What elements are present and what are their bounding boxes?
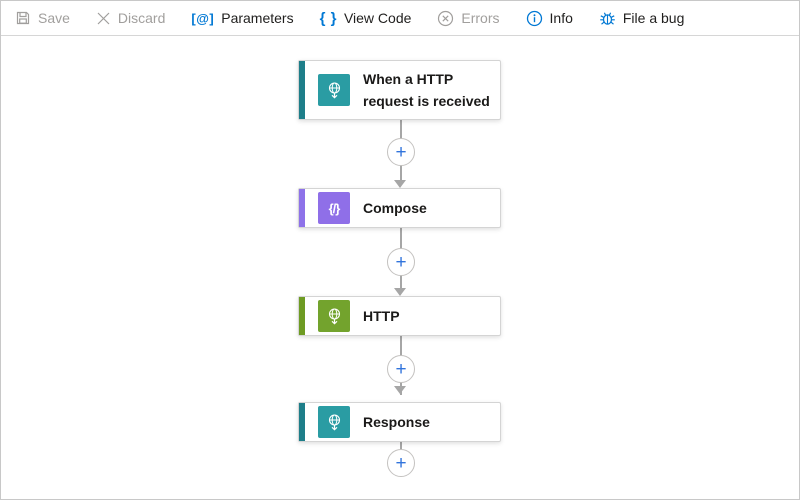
view-code-button[interactable]: { } View Code: [320, 10, 412, 27]
node-accent-stripe: [299, 297, 305, 335]
parameters-label: Parameters: [221, 10, 294, 26]
view-code-label: View Code: [343, 10, 412, 26]
discard-button[interactable]: Discard: [96, 10, 165, 26]
node-title: When a HTTP request is received: [363, 71, 490, 109]
node-accent-stripe: [299, 189, 305, 227]
insert-step-button-1[interactable]: +: [387, 138, 415, 166]
http-request-icon: [318, 74, 350, 106]
parameters-button[interactable]: [@] Parameters: [191, 10, 293, 26]
node-title: HTTP: [363, 308, 400, 324]
errors-label: Errors: [461, 10, 500, 26]
insert-step-button-4[interactable]: +: [387, 449, 415, 477]
node-accent-stripe: [299, 61, 305, 119]
node-response[interactable]: Response: [298, 402, 501, 442]
node-when-http-request-received[interactable]: When a HTTP request is received: [298, 60, 501, 120]
file-a-bug-button[interactable]: File a bug: [599, 10, 684, 27]
save-icon: [15, 10, 31, 26]
arrow-down-icon: [394, 288, 406, 296]
info-icon: [526, 10, 543, 27]
arrow-down-icon: [394, 180, 406, 188]
bug-icon: [599, 10, 616, 27]
insert-step-button-2[interactable]: +: [387, 248, 415, 276]
node-title: Compose: [363, 200, 427, 216]
info-label: Info: [549, 10, 573, 26]
connector-line: [400, 442, 402, 452]
view-code-icon: { }: [319, 9, 337, 27]
http-icon: [318, 300, 350, 332]
node-title: Response: [363, 414, 430, 430]
info-button[interactable]: Info: [526, 10, 573, 27]
discard-icon: [96, 11, 111, 26]
compose-glyph: {/}: [328, 200, 341, 216]
node-compose[interactable]: {/} Compose: [298, 188, 501, 228]
node-accent-stripe: [299, 403, 305, 441]
discard-label: Discard: [117, 10, 166, 26]
errors-icon: [437, 10, 454, 27]
arrow-down-icon: [394, 386, 406, 394]
file-a-bug-label: File a bug: [622, 10, 685, 26]
response-icon: [318, 406, 350, 438]
save-button[interactable]: Save: [15, 10, 70, 26]
compose-icon: {/}: [318, 192, 350, 224]
command-bar: Save Discard [@] Parameters { } View Cod…: [1, 1, 799, 36]
parameters-icon: [@]: [191, 10, 215, 26]
insert-step-button-3[interactable]: +: [387, 355, 415, 383]
node-http[interactable]: HTTP: [298, 296, 501, 336]
workflow-canvas: + + + + When a HTTP request is received …: [1, 36, 799, 499]
save-label: Save: [38, 10, 70, 26]
errors-button[interactable]: Errors: [437, 10, 500, 27]
